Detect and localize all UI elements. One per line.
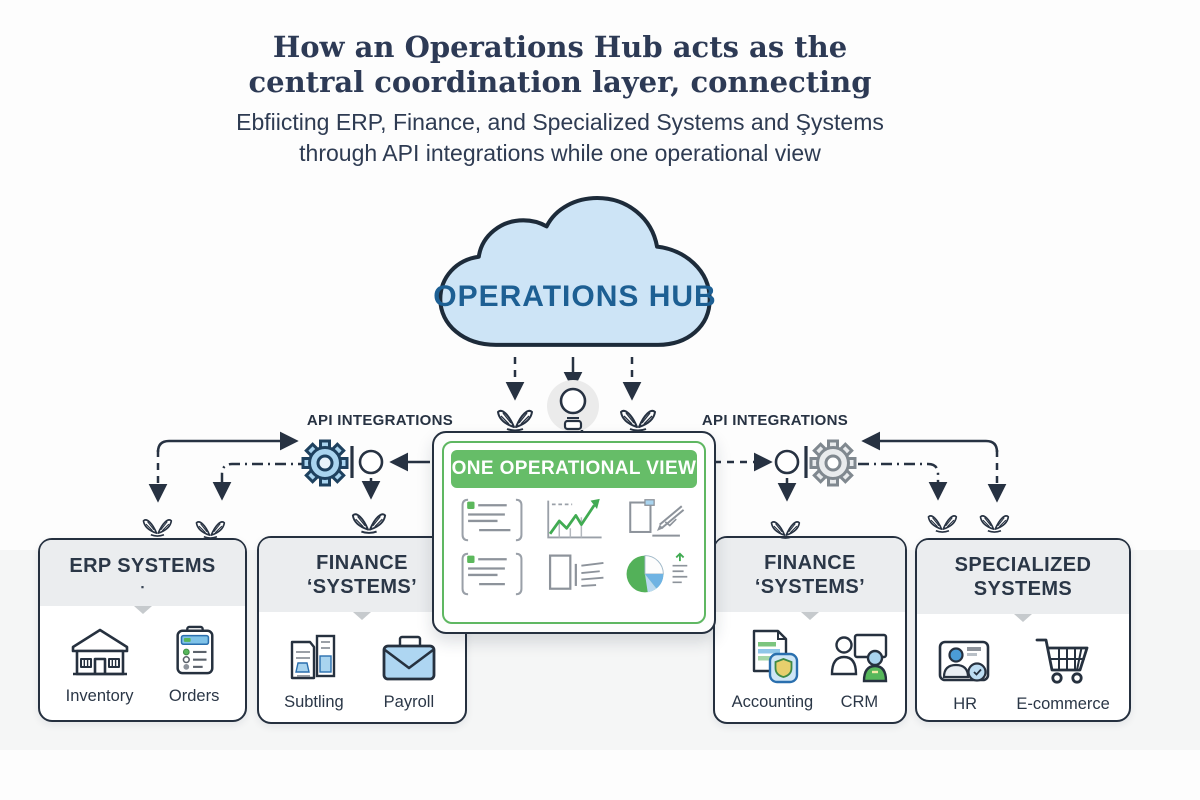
subtitle-line-1: Ebfiicting ERP, Finance, and Specialized… [236,108,884,135]
specialized-title-line1: SPECIALIZED [954,553,1092,576]
billing-documents-icon [286,626,342,684]
erp-systems-title: ERP SYSTEMS [69,555,216,578]
finance-left-header: FINANCE ‘SYSTEMS’ [259,538,465,612]
crm-people-icon-item: CRM [830,626,888,712]
connector-port-right-icon [774,446,808,478]
pie-chart-breakdown-widget [618,551,694,597]
warehouse-icon [69,620,131,678]
operations-hub-cloud: OPERATIONS HUB [418,194,732,358]
item-label: Accounting [731,693,814,711]
header-pointer [133,606,152,614]
finance-left-title-line1: FINANCE [316,551,408,574]
finance-right-header: FINANCE ‘SYSTEMS’ [715,538,905,612]
decorative-arrow-icon [351,513,387,534]
specialized-title-line2: SYSTEMS [973,578,1073,600]
shopping-cart-icon [1033,628,1093,686]
payroll-envelope-icon [378,626,440,684]
crm-people-icon [830,626,888,684]
finance-item-accounting: Accounting [731,626,814,712]
hr-badge-icon [936,628,994,686]
checklist-widget [454,551,530,597]
dashboard-inner-panel: ONE OPERATIONAL VIEW [442,441,706,624]
specialized-header: SPECIALIZED SYSTEMS [917,540,1129,614]
document-summary-widget [536,551,612,597]
finance-systems-box-right: FINANCE ‘SYSTEMS’ Accounting [713,536,907,724]
left-wiring [148,431,430,503]
decorative-arrow-icon [142,519,173,537]
connector-port-left-icon [350,446,384,478]
item-label: Subtling [284,693,344,711]
specialized-systems-box: SPECIALIZED SYSTEMS HR [915,538,1131,722]
hub-output-arrows [505,357,642,401]
finance-right-title-line2: ‘SYSTEMS’ [754,576,866,598]
finance-item-subtling: Subtling [284,626,344,712]
item-label: Inventory [65,687,134,705]
checklist-widget [454,497,530,543]
accounting-document-icon [744,626,800,684]
orders-clipboard-icon [169,620,219,678]
specialized-item-hr: HR [936,628,994,714]
decorative-arrow-icon [195,521,226,539]
diagram-title: How an Operations Hub acts as the centra… [0,30,1120,169]
trend-line-chart-widget [536,497,612,543]
decorative-arrow-icon [497,409,533,432]
item-label: E-commerce [1016,695,1110,713]
erp-systems-subtitle: ▪ [140,581,145,592]
title-line-2: central coordination layer, connecting [248,65,872,100]
decorative-arrow-icon [927,515,958,533]
hub-label: OPERATIONS HUB [433,280,717,313]
finance-item-payroll: Payroll [378,626,440,712]
gear-to-erp-arrow [212,462,309,501]
api-gear-left-icon [301,439,349,487]
header-pointer [1014,614,1032,622]
specialized-to-gear-arrow [861,431,999,453]
cloud-icon [438,195,712,347]
erp-item-orders: Orders [169,620,219,706]
decorative-arrow-icon [620,409,656,432]
api-integrations-label-left: API INTEGRATIONS [306,412,454,429]
subtitle-line-2: through API integrations while one opera… [299,139,821,166]
item-label: Orders [168,687,220,705]
gear-to-specialized-arrow [858,462,948,501]
header-pointer [801,612,819,620]
header-pointer [353,612,371,620]
specialized-item-ecommerce: E-commerce [1016,628,1110,714]
item-label: HR [953,695,978,713]
api-integrations-label-right: API INTEGRATIONS [701,412,849,429]
one-operational-view-panel: ONE OPERATIONAL VIEW [432,431,716,634]
erp-item-inventory: Inventory [66,620,134,706]
erp-systems-header: ERP SYSTEMS ▪ [40,540,245,606]
dashboard-widgets [444,495,704,597]
api-gear-right-icon [809,439,857,487]
right-wiring [714,431,1007,503]
finance-left-title-line2: ‘SYSTEMS’ [306,576,418,598]
erp-systems-box: ERP SYSTEMS ▪ Inventory [38,538,247,722]
finance-right-title-line1: FINANCE [764,551,856,574]
title-line-1: How an Operations Hub acts as the [272,30,848,64]
item-label: CRM [840,693,879,711]
report-pencil-widget [618,497,694,543]
item-label: Payroll [383,693,435,711]
dashboard-header: ONE OPERATIONAL VIEW [451,450,697,488]
decorative-arrow-icon [979,515,1010,533]
erp-to-gear-arrow [156,431,299,453]
